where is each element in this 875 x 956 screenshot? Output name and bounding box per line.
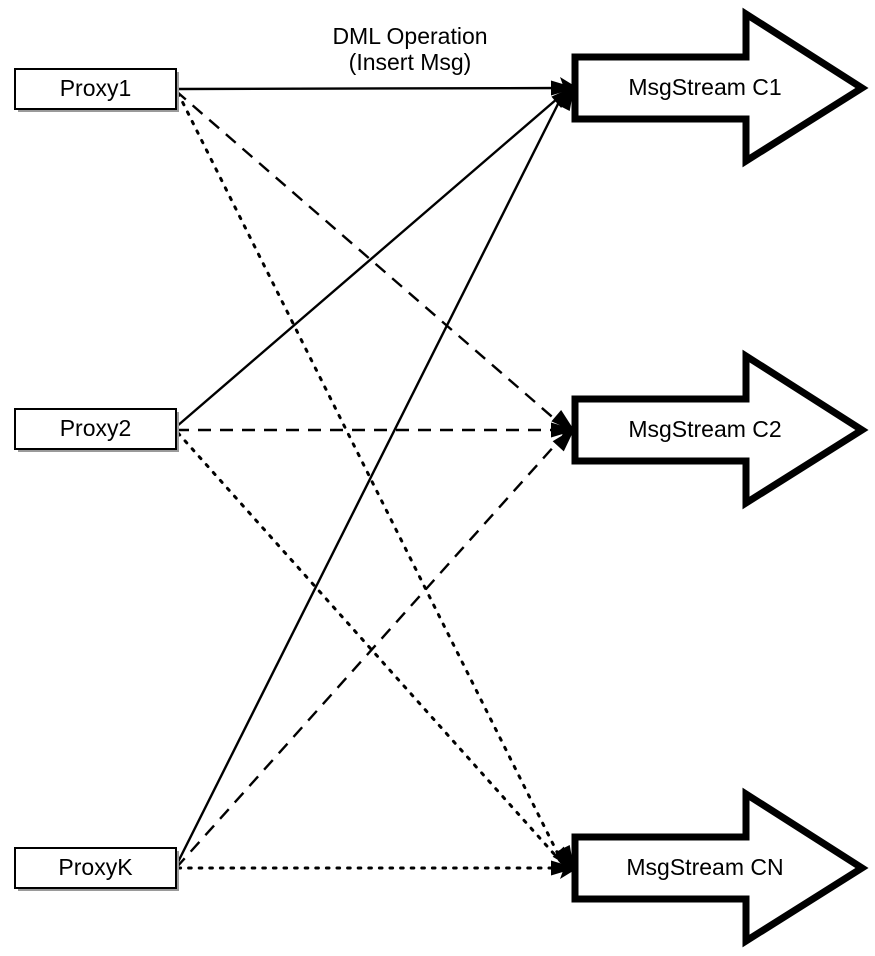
streams-layer: MsgStream C1 MsgStream C2 MsgStream CN: [571, 7, 869, 948]
arrowhead-core-stream_cn: [560, 857, 578, 879]
msgstream-label-stream_cn: MsgStream CN: [626, 854, 783, 880]
proxy-label-proxy2: Proxy2: [60, 415, 132, 441]
edge-pk-c1[interactable]: [174, 93, 565, 867]
proxy-box-proxyK[interactable]: [14, 847, 177, 889]
proxy-label-proxyK: ProxyK: [58, 854, 133, 880]
arrowhead-p2-c2: [551, 422, 576, 438]
edge-line-dashed: [175, 433, 566, 869]
edge-line-dotted: [176, 431, 565, 866]
proxy-node-proxyK[interactable]: ProxyK: [14, 847, 179, 891]
dml-operation-caption: DML Operation (Insert Msg): [332, 23, 487, 75]
proxy-node-proxy1[interactable]: Proxy1: [14, 68, 179, 112]
edge-p2-c1[interactable]: [175, 91, 566, 428]
edge-pk-c2[interactable]: [175, 433, 566, 869]
msgstream-label-stream_c1: MsgStream C1: [628, 74, 781, 100]
msgstream-node-stream_c1[interactable]: MsgStream C1: [571, 7, 869, 168]
edge-line-solid: [174, 93, 565, 867]
edge-line-solid: [175, 91, 566, 428]
edges-layer: [174, 86, 569, 870]
edge-line-dashed: [175, 90, 566, 429]
msgstream-arrow-shape-stream_c2[interactable]: [571, 349, 869, 510]
arrowhead-p1-c1: [550, 80, 576, 96]
msgstream-label-stream_c2: MsgStream C2: [628, 416, 781, 442]
edge-p1-c1[interactable]: [175, 86, 568, 91]
msgstream-node-stream_c2[interactable]: MsgStream C2: [571, 349, 869, 510]
edge-p1-c2[interactable]: [175, 90, 566, 429]
caption-line-2: (Insert Msg): [349, 49, 472, 75]
proxy-label-proxy1: Proxy1: [60, 75, 132, 101]
caption-line-1: DML Operation: [332, 23, 487, 49]
arrowhead-cluster-stream_c2: [551, 410, 578, 452]
arrowhead-cluster-stream_c1: [550, 77, 578, 112]
msgstream-arrow-shape-stream_cn[interactable]: [571, 787, 869, 948]
proxy-box-proxy2[interactable]: [14, 408, 177, 450]
msgstream-arrow-shape-stream_c1[interactable]: [571, 7, 869, 168]
arrowhead-pk-cn: [551, 860, 576, 876]
edge-line-solid: [175, 86, 568, 91]
proxy-node-proxy2[interactable]: Proxy2: [14, 408, 179, 452]
arrowhead-cluster-stream_cn: [551, 844, 578, 879]
msgstream-node-stream_cn[interactable]: MsgStream CN: [571, 787, 869, 948]
edge-p2-cn[interactable]: [176, 431, 565, 866]
arrowhead-core-stream_c2: [560, 419, 578, 441]
arrowheads-layer: [550, 77, 578, 879]
proxy-box-proxy1[interactable]: [14, 68, 177, 110]
arrowhead-core-stream_c1: [560, 77, 578, 99]
